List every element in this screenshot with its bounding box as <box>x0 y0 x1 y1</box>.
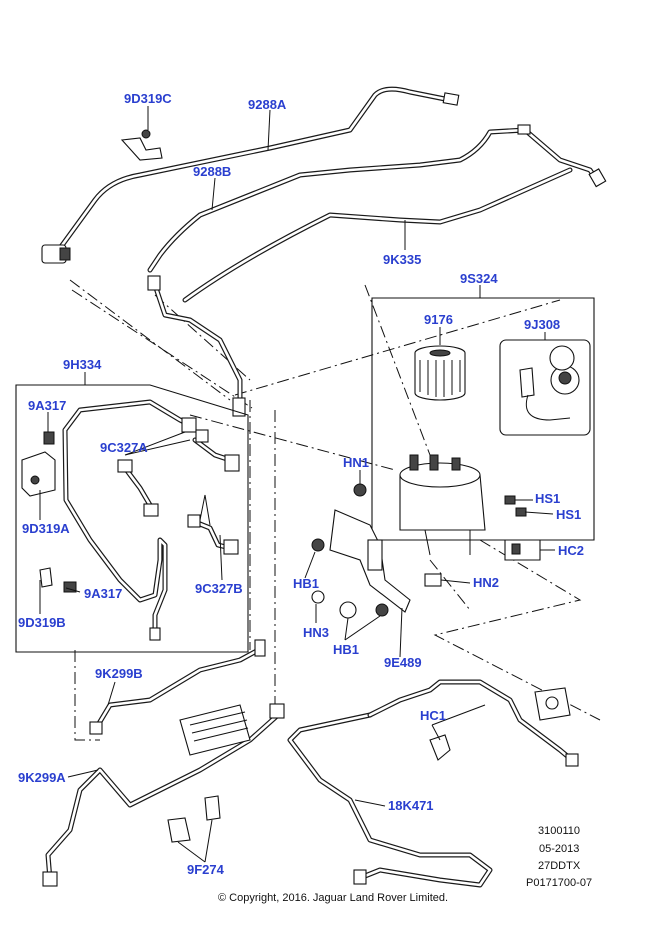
part-labels: 9D319C 9288A 9288B 9K335 9S324 9176 9J30… <box>18 91 584 877</box>
fuel-pipe-9k299b <box>89 639 266 735</box>
filter-element-9176 <box>414 345 466 401</box>
clip-hc2 <box>504 539 541 561</box>
bracket-9d319a <box>21 451 56 497</box>
label-9d319c: 9D319C <box>124 91 172 106</box>
label-hn2: HN2 <box>473 575 499 590</box>
label-9288b: 9288B <box>193 164 231 179</box>
label-hn3: HN3 <box>303 625 329 640</box>
leader-lines <box>39 106 555 863</box>
fuel-cooler-component <box>179 704 251 756</box>
drawing-reference: 3100110 05-2013 27DDTX P0171700-07 <box>526 825 592 889</box>
kit-box-9s324 <box>371 285 595 541</box>
label-9176: 9176 <box>424 312 453 327</box>
ref-line-2: 05-2013 <box>539 843 579 855</box>
label-18k471: 18K471 <box>388 798 434 813</box>
label-9f274: 9F274 <box>187 862 225 877</box>
label-9c327a: 9C327A <box>100 440 148 455</box>
label-9s324: 9S324 <box>460 271 498 286</box>
clips-9f274 <box>167 795 221 843</box>
label-hb1-bottom: HB1 <box>333 642 359 657</box>
label-9288a: 9288A <box>248 97 287 112</box>
assembly-guide-lines <box>69 279 601 741</box>
ref-line-1: 3100110 <box>538 825 580 837</box>
label-9e489: 9E489 <box>384 655 422 670</box>
ref-line-4: P0171700-07 <box>526 877 592 889</box>
hose-9c327b <box>187 514 239 555</box>
ref-line-3: 27DDTX <box>538 860 581 872</box>
hs1-bolts <box>504 495 527 517</box>
fuel-pipe-18k471 <box>287 679 579 888</box>
label-hc2: HC2 <box>558 543 584 558</box>
label-9k299a: 9K299A <box>18 770 66 785</box>
label-9h334: 9H334 <box>63 357 102 372</box>
fuel-pipe-9k299a <box>42 703 285 887</box>
clips-9a317 <box>39 431 77 593</box>
pipe-connector-left <box>41 244 71 264</box>
label-hb1-left: HB1 <box>293 576 319 591</box>
pressure-regulator <box>534 687 571 721</box>
label-hs1-bottom: HS1 <box>556 507 581 522</box>
fuel-pipe-9288a <box>52 86 460 258</box>
fuel-pipe-9288b <box>147 124 607 273</box>
label-9a317-top: 9A317 <box>28 398 66 413</box>
mounting-bracket <box>311 483 411 619</box>
copyright-text: © Copyright, 2016. Jaguar Land Rover Lim… <box>218 892 448 904</box>
label-9j308: 9J308 <box>524 317 560 332</box>
label-9c327b: 9C327B <box>195 581 243 596</box>
hose-9c327a <box>117 429 240 517</box>
kit-box-9j308 <box>499 332 591 436</box>
sensor-hn2 <box>424 573 442 587</box>
label-9k299b: 9K299B <box>95 666 143 681</box>
clip-9d319c <box>120 129 163 161</box>
kit-pipe-loop <box>62 399 197 641</box>
fuel-pipe-9k335 <box>147 167 573 417</box>
label-hc1: HC1 <box>420 708 446 723</box>
label-9d319a: 9D319A <box>22 521 70 536</box>
label-hs1-top: HS1 <box>535 491 560 506</box>
label-9d319b: 9D319B <box>18 615 66 630</box>
label-9k335: 9K335 <box>383 252 421 267</box>
filter-housing <box>399 454 486 556</box>
clip-hc1 <box>429 734 451 761</box>
kit-box-9h334 <box>15 372 249 653</box>
label-9a317-bottom: 9A317 <box>84 586 122 601</box>
label-hn1: HN1 <box>343 455 369 470</box>
